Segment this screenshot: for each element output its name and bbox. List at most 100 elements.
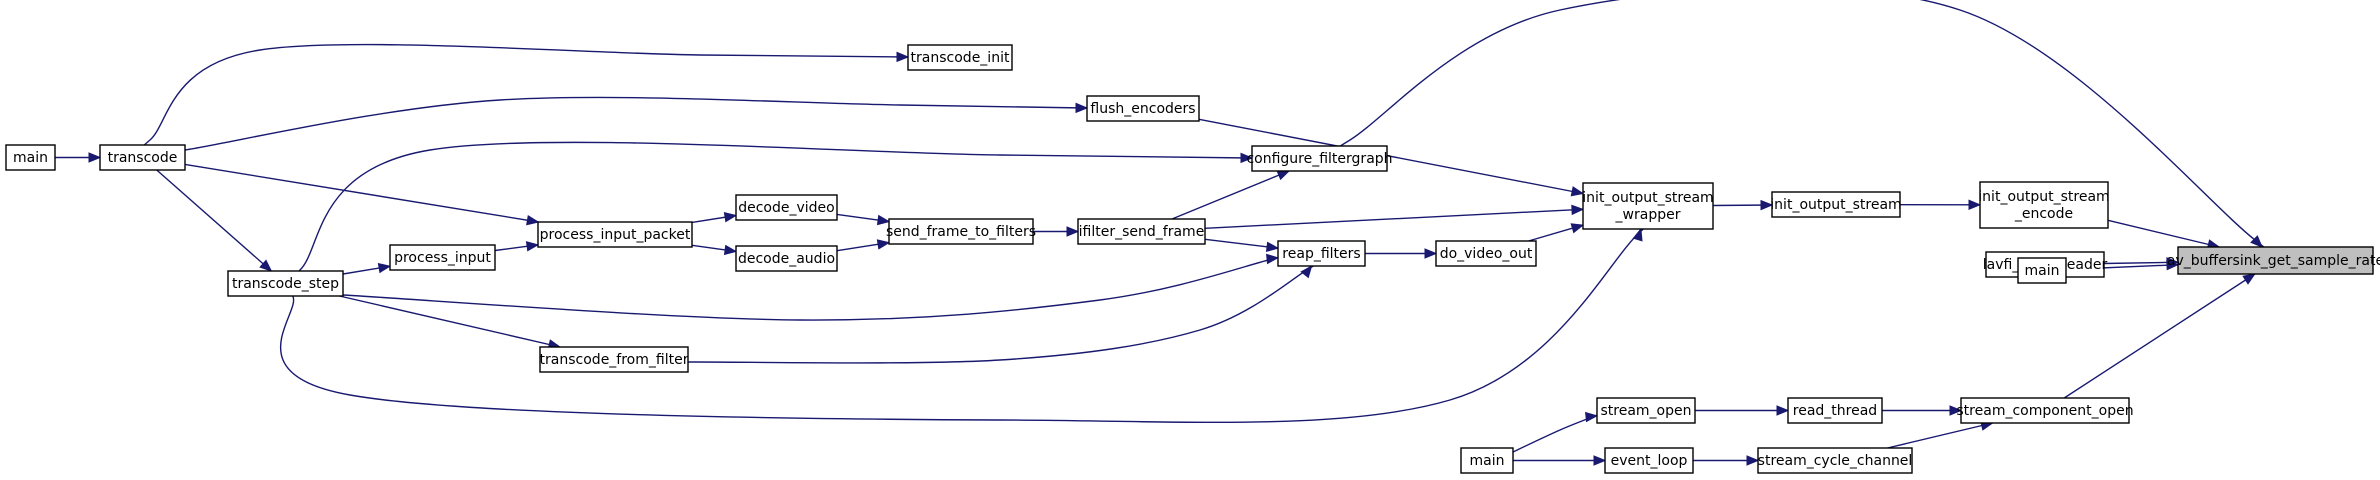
edge-arrowhead [525, 241, 540, 252]
edge-arrowhead [1570, 186, 1585, 197]
node-stream-open[interactable]: stream_open [1596, 397, 1696, 424]
edge-arrowhead [1949, 405, 1963, 416]
edge-transcode_step-to-init_output_stream_wrapper [280, 218, 1655, 424]
edge-arrowhead [2250, 235, 2263, 248]
edge-ifilter_send_frame-to-init_output_stream_wrapper [1204, 204, 1585, 229]
node-transcode-step[interactable]: transcode_step [227, 270, 344, 297]
node-box [227, 270, 344, 297]
node-process-input[interactable]: process_input [389, 244, 496, 271]
node-transcode[interactable]: transcode [99, 144, 186, 171]
edge-ifilter_send_frame-to-reap_filters [1204, 238, 1280, 252]
edge-line [1330, 0, 2280, 260]
edge-read_thread-to-stream_component_open [1882, 405, 1963, 416]
node-stream-cycle-channel[interactable]: stream_cycle_channel [1757, 447, 1913, 474]
edge-arrowhead [1968, 199, 1982, 211]
node-box [888, 218, 1034, 245]
node-flush-encoders[interactable]: flush_encoders [1086, 95, 1200, 122]
node-label: init_output_stream [1582, 190, 1713, 206]
edge-line [1198, 118, 1584, 195]
node-box [2177, 246, 2374, 275]
node-label: process_input [394, 250, 491, 266]
node-label: reap_filters [1282, 246, 1360, 262]
node-label: main [1470, 453, 1505, 469]
edge-line [140, 43, 923, 150]
node-box [537, 221, 693, 248]
edge-do_video_out-to-init_output_stream_wrapper [1528, 223, 1585, 242]
node-label: send_frame_to_filters [886, 224, 1036, 240]
edge-transcode_from_filter-to-reap_filters [665, 262, 1320, 364]
node-ifilter-send-frame[interactable]: ifilter_send_frame [1077, 218, 1206, 245]
node-box [5, 144, 56, 171]
edge-line [1171, 170, 1290, 220]
edge-decode_video-to-send_frame_to_filters [836, 213, 891, 226]
edge-line [161, 96, 1100, 155]
node-target[interactable]: av_buffersink_get_sample_rate [2167, 246, 2380, 275]
edge-arrowhead [876, 214, 891, 226]
node-init-output-stream[interactable]: init_output_stream [1770, 191, 1902, 218]
node-stream-component-open[interactable]: stream_component_open [1956, 397, 2134, 424]
edge-stream_component_open-to-target [2063, 273, 2256, 399]
node-label: process_input_packet [540, 227, 691, 243]
node-label: ifilter_send_frame [1079, 224, 1205, 240]
edge-line [280, 218, 1655, 424]
node-box [1077, 218, 1206, 245]
node-box [1960, 397, 2130, 424]
node-event-loop[interactable]: event_loop [1604, 447, 1694, 474]
edge-process_input_packet-to-decode_video [691, 212, 738, 224]
edge-transcode_step-to-transcode_from_filter [339, 295, 562, 350]
edge-transcode_step-to-process_input [342, 262, 392, 275]
node-send-frame-to-filters[interactable]: send_frame_to_filters [886, 218, 1036, 245]
edge-arrowhead [526, 214, 540, 226]
node-init-output-stream-wrapper[interactable]: init_output_stream_wrapper [1582, 182, 1714, 230]
edge-arrowhead [1585, 411, 1599, 423]
node-reap-filters[interactable]: reap_filters [1277, 240, 1366, 267]
edge-arrowhead [1300, 264, 1313, 279]
edge-line [2107, 219, 2220, 248]
node-transcode-from-filter[interactable]: transcode_from_filter [539, 346, 689, 373]
edge-arrowhead [1570, 223, 1585, 234]
node-main-ffplay2[interactable]: main [1460, 447, 1514, 474]
node-label: stream_open [1601, 403, 1692, 419]
edge-transcode-to-transcode_init [140, 43, 923, 150]
node-box [1460, 447, 1514, 474]
edge-arrowhead [723, 244, 738, 256]
edge-process_input_packet-to-decode_audio [691, 244, 738, 256]
node-box [1277, 240, 1366, 267]
edge-arrowhead [2242, 273, 2256, 285]
node-transcode-init[interactable]: transcode_init [907, 44, 1013, 71]
edge-arrowhead [1266, 253, 1280, 265]
edge-arrowhead [1571, 204, 1585, 216]
node-box [1771, 191, 1901, 218]
edge-arrowhead [1746, 455, 1760, 466]
edge-stream_cycle_channel-to-stream_component_open [1887, 420, 1994, 449]
node-box [1086, 95, 1200, 122]
node-label: main [13, 150, 48, 166]
edge-arrowhead [1593, 455, 1607, 466]
node-read-thread[interactable]: read_thread [1787, 397, 1883, 424]
edge-line [1204, 238, 1279, 249]
edge-process_input-to-process_input_packet [494, 241, 540, 252]
edge-ifilter_send_frame-to-configure_filtergraph [1171, 170, 1291, 220]
node-main-ffmpeg[interactable]: main [5, 144, 56, 171]
node-box [907, 44, 1013, 71]
node-box [1596, 397, 1696, 424]
node-label: _encode [2014, 206, 2073, 222]
edge-arrowhead [88, 152, 102, 163]
node-main-ffplay[interactable]: main [2017, 257, 2067, 284]
node-configure-filtergraph[interactable]: configure_filtergraph [1246, 145, 1393, 172]
node-label: transcode_step [232, 276, 339, 292]
node-label: do_video_out [1440, 246, 1533, 262]
edge-configure_filtergraph-to-target [1330, 0, 2280, 260]
node-decode-audio[interactable]: decode_audio [735, 245, 838, 272]
node-label: _wrapper [1615, 207, 1681, 223]
edge-arrowhead [1066, 226, 1080, 237]
node-label: transcode_from_filter [540, 352, 689, 368]
node-do-video-out[interactable]: do_video_out [1435, 240, 1537, 267]
edge-arrowhead [896, 51, 910, 63]
node-decode-video[interactable]: decode_video [735, 194, 838, 221]
node-box [539, 346, 689, 373]
edge-line [156, 169, 272, 272]
node-init-output-stream-encode[interactable]: init_output_stream_encode [1978, 181, 2110, 229]
node-process-input-packet[interactable]: process_input_packet [537, 221, 693, 248]
edge-line [2063, 273, 2256, 399]
